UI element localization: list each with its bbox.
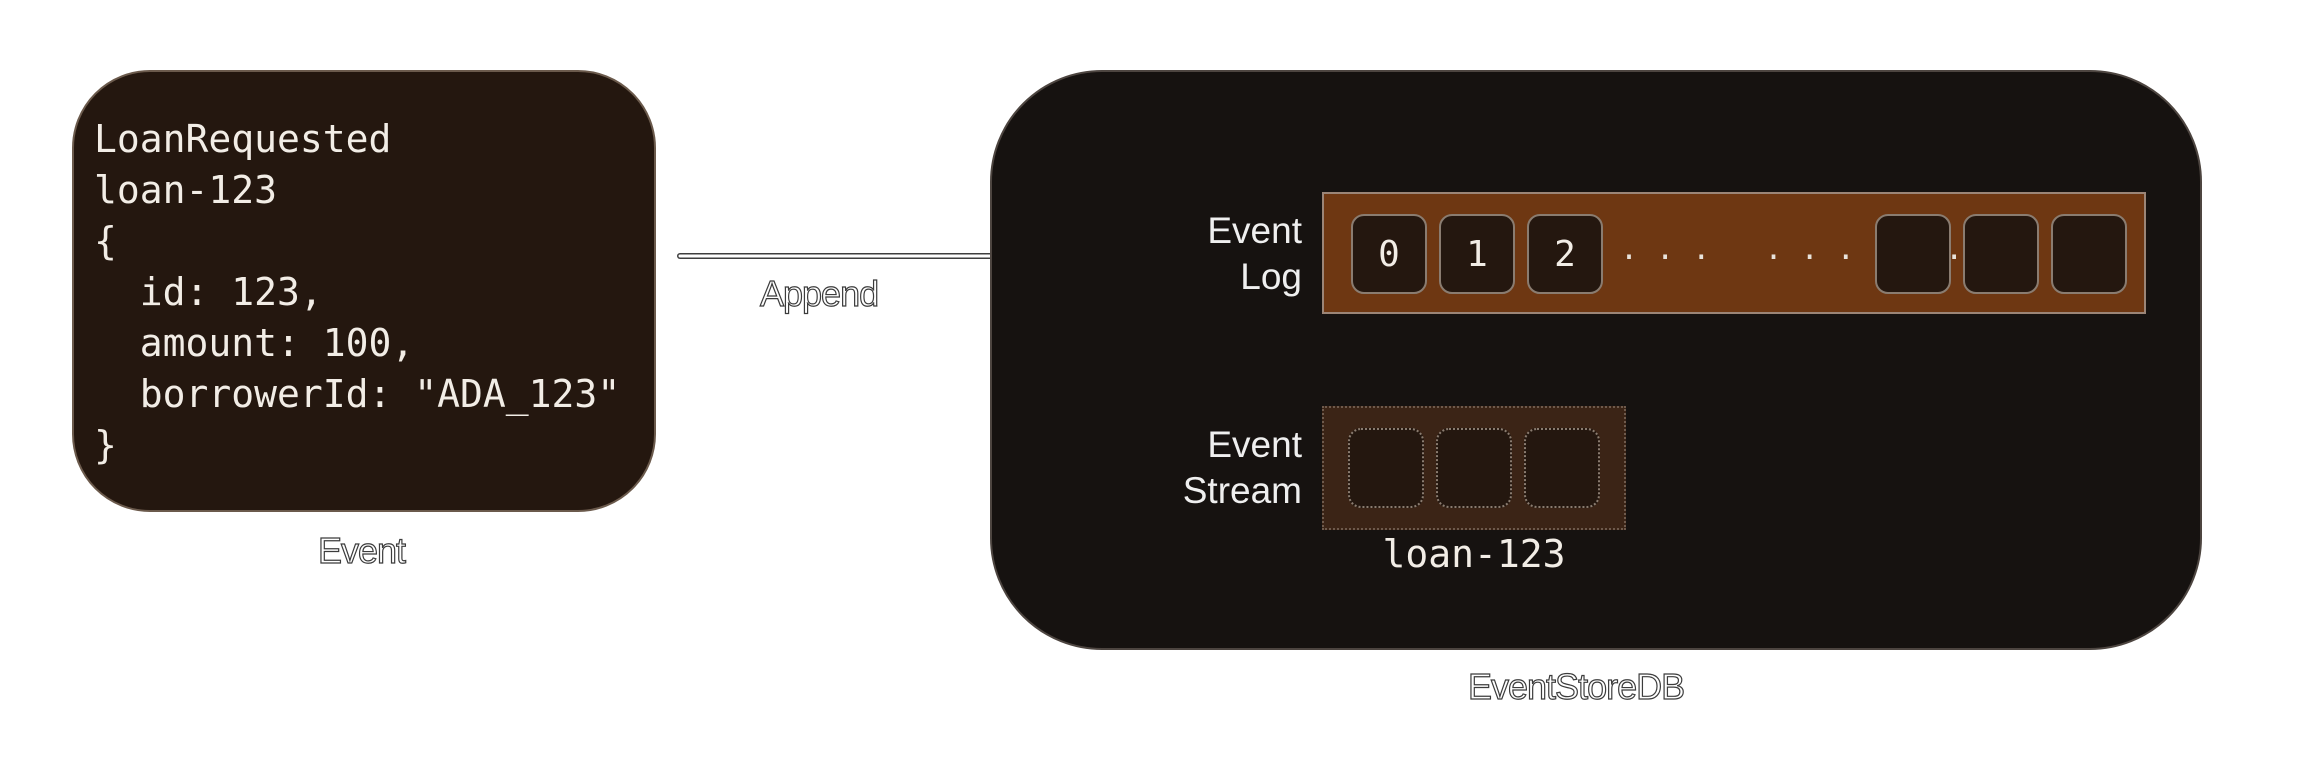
log-slot: 1: [1439, 214, 1515, 294]
stream-slot: [1436, 428, 1512, 508]
event-caption: Event: [317, 529, 406, 571]
payload-line: {: [94, 219, 117, 263]
payload-line: loan-123: [94, 168, 278, 212]
log-slot: 0: [1351, 214, 1427, 294]
log-slot: [2051, 214, 2127, 294]
stream-slot: [1348, 428, 1424, 508]
payload-line: amount: 100,: [94, 321, 415, 365]
payload-line: borrowerId: "ADA_123": [94, 372, 621, 416]
payload-line: }: [94, 423, 117, 467]
append-label: Append: [759, 272, 879, 314]
stream-slot: [1524, 428, 1600, 508]
stream-name: loan-123: [1382, 532, 1566, 576]
log-slot: [1963, 214, 2039, 294]
event-card: LoanRequested loan-123 { id: 123, amount…: [72, 70, 656, 512]
payload-line: id: 123,: [94, 270, 323, 314]
event-payload: LoanRequested loan-123 { id: 123, amount…: [94, 114, 620, 471]
eventstore-box: [990, 70, 2202, 650]
log-slot: [1875, 214, 1951, 294]
payload-line: LoanRequested: [94, 117, 392, 161]
eventstore-caption: EventStoreDB: [1467, 665, 1685, 707]
log-slot: 2: [1527, 214, 1603, 294]
